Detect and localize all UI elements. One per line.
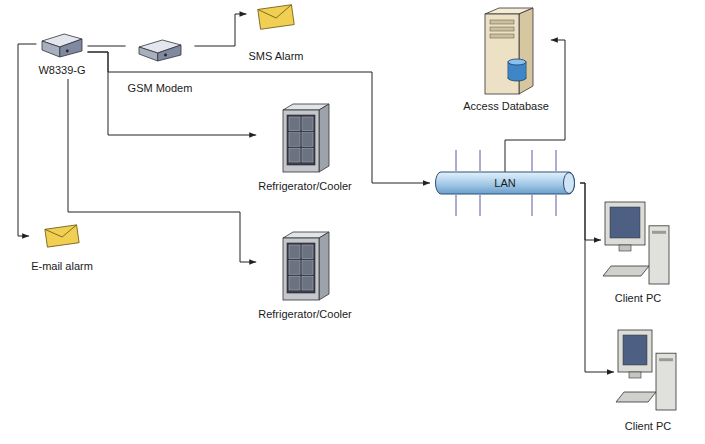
connector (194, 14, 246, 46)
device-icon (137, 38, 183, 64)
alarm-node: E-mail alarm (29, 222, 95, 275)
pc-tower (656, 353, 676, 410)
lan-tick (480, 195, 481, 216)
database-cylinder (508, 59, 526, 65)
lan-tick (556, 195, 557, 216)
connector (88, 52, 430, 183)
connector (88, 46, 126, 47)
monitor-screen (623, 335, 647, 365)
lan-tick (480, 150, 481, 171)
node-label: Client PC (615, 292, 661, 305)
device-led (164, 54, 167, 57)
lan-tick (456, 195, 457, 216)
rack-panel (287, 115, 315, 165)
rack-slot (289, 276, 300, 290)
database-node: Access Database (461, 4, 551, 115)
controller-node: W8339-G (36, 30, 87, 79)
cooler-node: Refrigerator/Cooler (256, 228, 354, 323)
device-icon (40, 32, 84, 60)
envelope-flap (45, 225, 78, 239)
rack-slot (289, 148, 300, 162)
device-side (139, 47, 158, 61)
rack-slot (302, 276, 313, 290)
envelope-body (45, 225, 79, 247)
rack-slot (289, 133, 300, 147)
lan-cylinder (436, 172, 575, 194)
connector (18, 44, 36, 236)
connector-group (18, 14, 614, 372)
node-label: SMS Alarm (248, 50, 303, 63)
pc-tower (649, 226, 669, 284)
lan-tick (456, 150, 457, 171)
cooler-node: Refrigerator/Cooler (256, 100, 354, 195)
server-front (485, 14, 519, 94)
envelope-icon (45, 225, 79, 247)
connector (580, 183, 601, 240)
modem-node: GSM Modem (126, 36, 195, 97)
monitor-stand (629, 372, 641, 378)
lan-tick (532, 150, 533, 171)
device-front (158, 45, 181, 61)
monitor-stand (619, 245, 631, 251)
device-side (42, 41, 60, 57)
node-label: E-mail alarm (31, 260, 93, 273)
rack-slot (302, 117, 313, 131)
monitor (605, 202, 645, 245)
node-label: W8339-G (38, 64, 85, 77)
connector (88, 52, 257, 135)
drive-bay (652, 231, 666, 234)
drive-bay (490, 20, 514, 24)
node-label: Access Database (463, 100, 549, 113)
device-led (66, 50, 69, 53)
rack-slot (302, 133, 313, 147)
drive-bay (659, 358, 673, 361)
rack-front (283, 238, 319, 300)
rack-slot (289, 261, 300, 275)
drive-bay (490, 27, 514, 31)
rack-side (319, 104, 329, 172)
keyboard (616, 392, 656, 402)
rack-panel (287, 243, 315, 293)
node-label: Refrigerator/Cooler (258, 180, 352, 193)
lan-bus: LAN (430, 172, 580, 194)
client-node: Client PC (601, 198, 675, 307)
pc-icon (616, 328, 680, 412)
pc-icon (603, 200, 673, 286)
env-icon (44, 224, 80, 248)
lan-tick (532, 195, 533, 216)
keyboard (603, 266, 649, 276)
lan-tick (556, 150, 557, 171)
rack-slot (302, 261, 313, 275)
env-icon (257, 4, 295, 30)
envelope-icon (258, 5, 294, 30)
rack-slot (302, 245, 313, 259)
envelope-body (258, 5, 294, 30)
client-node: Client PC (614, 326, 682, 435)
rack-slot (289, 245, 300, 259)
node-label: Client PC (625, 420, 671, 433)
node-label: GSM Modem (128, 82, 193, 95)
server-icon (471, 6, 541, 96)
rack-slot (289, 117, 300, 131)
node-label: Refrigerator/Cooler (258, 308, 352, 321)
monitor (618, 330, 652, 372)
rack-side (319, 232, 329, 300)
node-label: LAN (494, 172, 515, 194)
rack-front (283, 110, 319, 172)
rack-slot (302, 148, 313, 162)
drive-bay (490, 34, 514, 38)
connector (68, 79, 256, 262)
alarm-node: SMS Alarm (246, 2, 305, 65)
envelope-flap (258, 5, 293, 21)
rack-icon (279, 230, 331, 302)
rack-icon (279, 102, 331, 174)
lan-cylinder-end (564, 173, 575, 194)
device-front (60, 39, 82, 57)
monitor-screen (610, 207, 640, 238)
